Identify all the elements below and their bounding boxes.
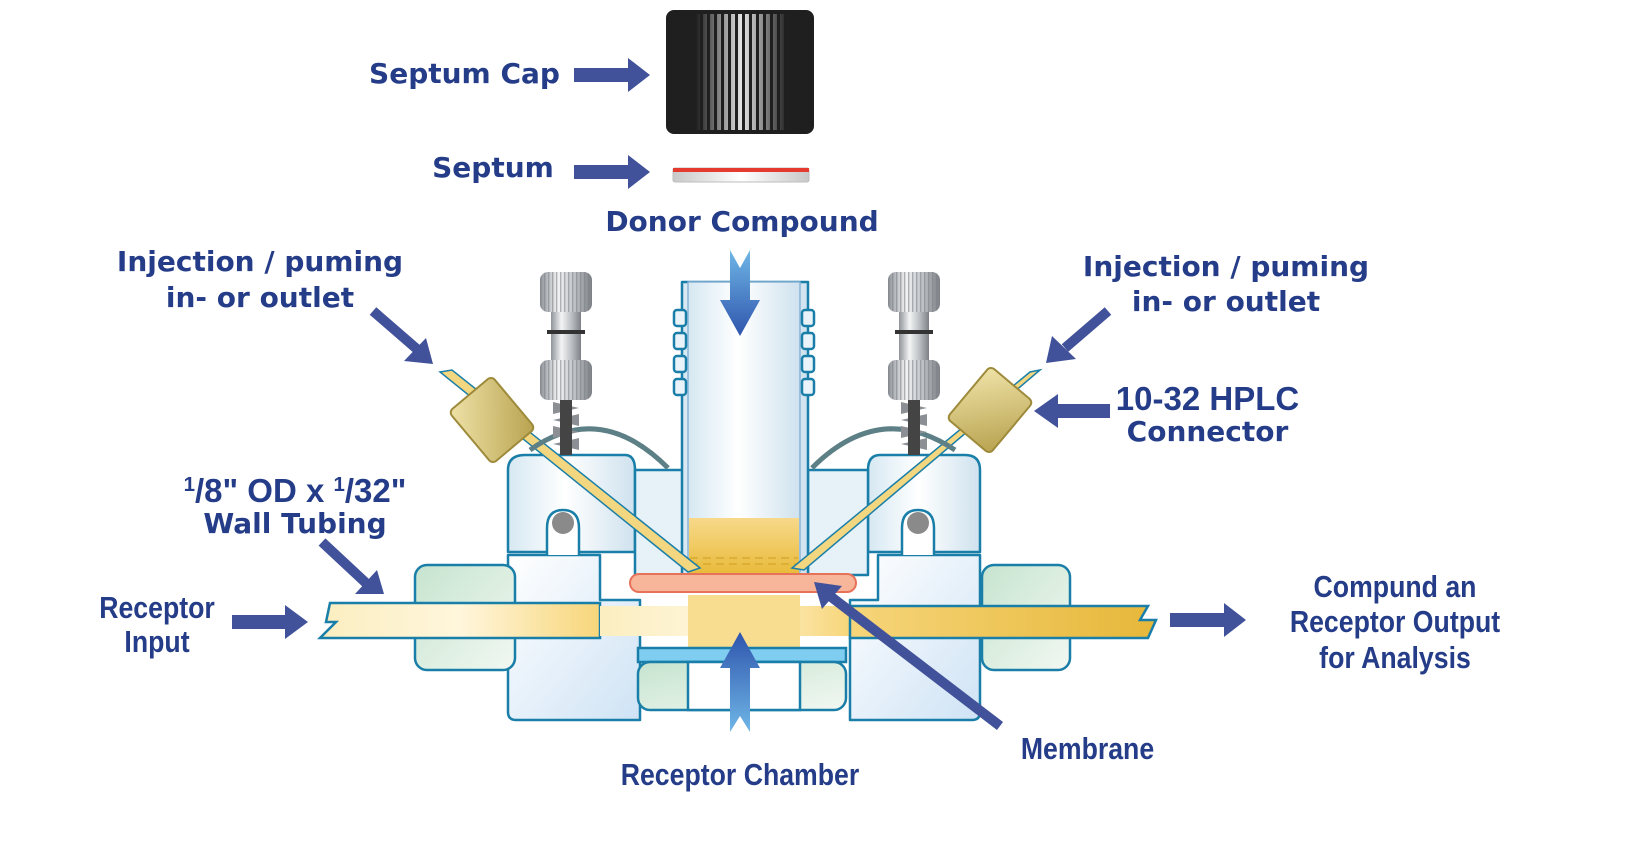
donor-compound-label: Donor Compound bbox=[605, 205, 879, 238]
donor-flow-arrow-icon bbox=[720, 250, 760, 336]
receptor-chamber-label: Receptor Chamber bbox=[620, 757, 860, 792]
donor-threads bbox=[672, 308, 816, 397]
septum-cap-knurl bbox=[696, 14, 788, 130]
donor-liquid bbox=[689, 518, 799, 573]
receptor-output-tubing bbox=[848, 604, 1158, 640]
right-injection-arrowhead-icon bbox=[1046, 336, 1076, 363]
septum-label: Septum bbox=[432, 151, 554, 184]
receptor-input-line1: Receptor bbox=[99, 590, 215, 625]
right-screw-hole bbox=[907, 512, 929, 534]
injection-right-line2: in- or outlet bbox=[1131, 285, 1321, 318]
right-thumb-screw bbox=[888, 272, 940, 455]
tubing-numerator-1: 1 bbox=[183, 472, 195, 496]
receptor-input-line2: Input bbox=[124, 624, 190, 659]
membrane-label: Membrane bbox=[1020, 731, 1155, 766]
right-hplc-connector bbox=[947, 367, 1033, 453]
tubing-line1: 1/8" OD x 1/32" bbox=[170, 474, 420, 508]
hplc-line2: Connector bbox=[1126, 415, 1289, 448]
right-grey-tube bbox=[810, 426, 957, 470]
tubing-line2: Wall Tubing bbox=[203, 507, 387, 540]
septum bbox=[672, 167, 810, 183]
receptor-input-arrow-icon bbox=[232, 605, 308, 639]
hplc-arrow-icon bbox=[1034, 394, 1110, 428]
injection-left-line2: in- or outlet bbox=[165, 281, 355, 314]
septum-cap-arrow-icon bbox=[574, 58, 650, 92]
tubing-text-2: /32" bbox=[344, 472, 407, 509]
left-grey-tube bbox=[528, 426, 670, 470]
tubing-text-1: /8" OD x bbox=[194, 472, 334, 509]
septum-arrow-icon bbox=[574, 155, 650, 189]
septum-cap bbox=[666, 10, 814, 134]
output-arrow-icon bbox=[1170, 603, 1246, 637]
output-line2: Receptor Output bbox=[1289, 604, 1501, 639]
injection-left-line1: Injection / puming bbox=[116, 245, 404, 278]
receptor-input-tubing bbox=[316, 601, 602, 640]
tubing-arrow-line bbox=[318, 538, 370, 587]
output-line3: for Analysis bbox=[1319, 640, 1471, 675]
right-injection-arrow-line bbox=[1061, 307, 1112, 352]
diagonal-arrows bbox=[318, 307, 1112, 730]
membrane-arrow-line bbox=[826, 592, 1004, 730]
receptor-flow-arrow-icon bbox=[720, 632, 760, 732]
hplc-line1: 10-32 HPLC bbox=[1115, 380, 1300, 417]
tubing-numerator-2: 1 bbox=[333, 472, 345, 496]
left-screw-hole bbox=[552, 512, 574, 534]
septum-cap-label: Septum Cap bbox=[369, 57, 560, 90]
left-injection-arrow-line bbox=[369, 307, 422, 354]
injection-right-line1: Injection / puming bbox=[1082, 250, 1370, 283]
left-injection-arrowhead-icon bbox=[404, 338, 433, 364]
right-shoulder bbox=[866, 453, 982, 554]
left-hplc-connector bbox=[449, 377, 535, 463]
label-arrows bbox=[232, 58, 1246, 639]
left-thumb-screw bbox=[540, 272, 592, 455]
tubing-arrowhead-icon bbox=[355, 570, 384, 594]
membrane-arrowhead-icon bbox=[814, 582, 842, 609]
output-line1: Compund an bbox=[1313, 569, 1477, 604]
membrane bbox=[629, 573, 857, 593]
